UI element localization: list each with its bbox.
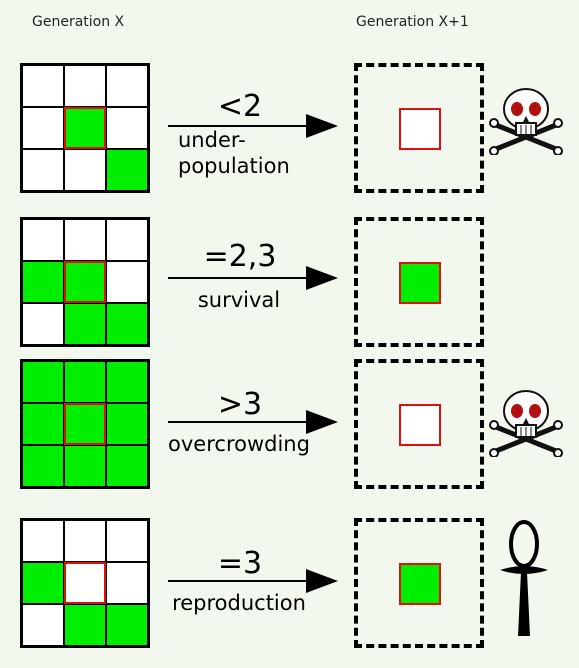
neighbor-cell xyxy=(106,562,148,604)
next-generation-cell xyxy=(399,404,441,446)
neighbor-cell xyxy=(22,445,64,487)
neighbor-cell xyxy=(64,445,106,487)
neighborhood-grid xyxy=(20,518,150,648)
skull-crossbones-icon xyxy=(489,88,563,155)
neighbor-cell xyxy=(106,361,148,403)
center-cell xyxy=(64,107,106,149)
ankh-icon xyxy=(500,520,548,636)
next-generation-box xyxy=(354,217,484,347)
arrow-right-icon xyxy=(168,569,338,593)
arrow-right-icon xyxy=(168,410,338,434)
rule-condition: =3 xyxy=(217,546,263,581)
center-cell xyxy=(64,562,106,604)
rule-description: under- population xyxy=(178,128,290,178)
rule-condition: =2,3 xyxy=(203,239,277,274)
rule-description: overcrowding xyxy=(168,432,310,456)
neighbor-cell xyxy=(22,562,64,604)
rule-description: survival xyxy=(197,288,281,312)
next-generation-cell xyxy=(399,108,441,150)
neighborhood-grid xyxy=(20,63,150,193)
rule-description: reproduction xyxy=(172,591,306,615)
arrow-right-icon xyxy=(168,114,338,138)
next-generation-box xyxy=(354,63,484,193)
next-generation-box xyxy=(354,359,484,489)
neighbor-cell xyxy=(22,219,64,261)
neighbor-cell xyxy=(64,65,106,107)
neighbor-cell xyxy=(64,303,106,345)
neighbor-cell xyxy=(22,107,64,149)
neighbor-cell xyxy=(22,520,64,562)
neighbor-cell xyxy=(106,149,148,191)
neighbor-cell xyxy=(64,520,106,562)
skull-crossbones-icon xyxy=(489,390,563,457)
next-generation-cell xyxy=(399,262,441,304)
generation-x-header: Generation X xyxy=(32,14,125,30)
neighbor-cell xyxy=(22,403,64,445)
neighbor-cell xyxy=(106,520,148,562)
arrow-right-icon xyxy=(168,266,338,290)
neighbor-cell xyxy=(64,361,106,403)
neighbor-cell xyxy=(106,403,148,445)
neighbor-cell xyxy=(64,219,106,261)
neighbor-cell xyxy=(22,361,64,403)
neighbor-cell xyxy=(22,303,64,345)
next-generation-cell xyxy=(399,563,441,605)
neighbor-cell xyxy=(64,604,106,646)
neighbor-cell xyxy=(106,107,148,149)
neighbor-cell xyxy=(106,445,148,487)
neighbor-cell xyxy=(64,149,106,191)
neighborhood-grid xyxy=(20,217,150,347)
neighbor-cell xyxy=(106,261,148,303)
rule-condition: >3 xyxy=(217,387,263,422)
neighbor-cell xyxy=(106,65,148,107)
center-cell xyxy=(64,261,106,303)
next-generation-box xyxy=(354,518,484,648)
neighbor-cell xyxy=(22,604,64,646)
neighbor-cell xyxy=(106,604,148,646)
center-cell xyxy=(64,403,106,445)
neighbor-cell xyxy=(106,219,148,261)
neighbor-cell xyxy=(22,261,64,303)
rule-condition: <2 xyxy=(217,89,263,124)
neighbor-cell xyxy=(106,303,148,345)
neighbor-cell xyxy=(22,65,64,107)
generation-x-plus-1-header: Generation X+1 xyxy=(356,14,469,30)
neighborhood-grid xyxy=(20,359,150,489)
neighbor-cell xyxy=(22,149,64,191)
